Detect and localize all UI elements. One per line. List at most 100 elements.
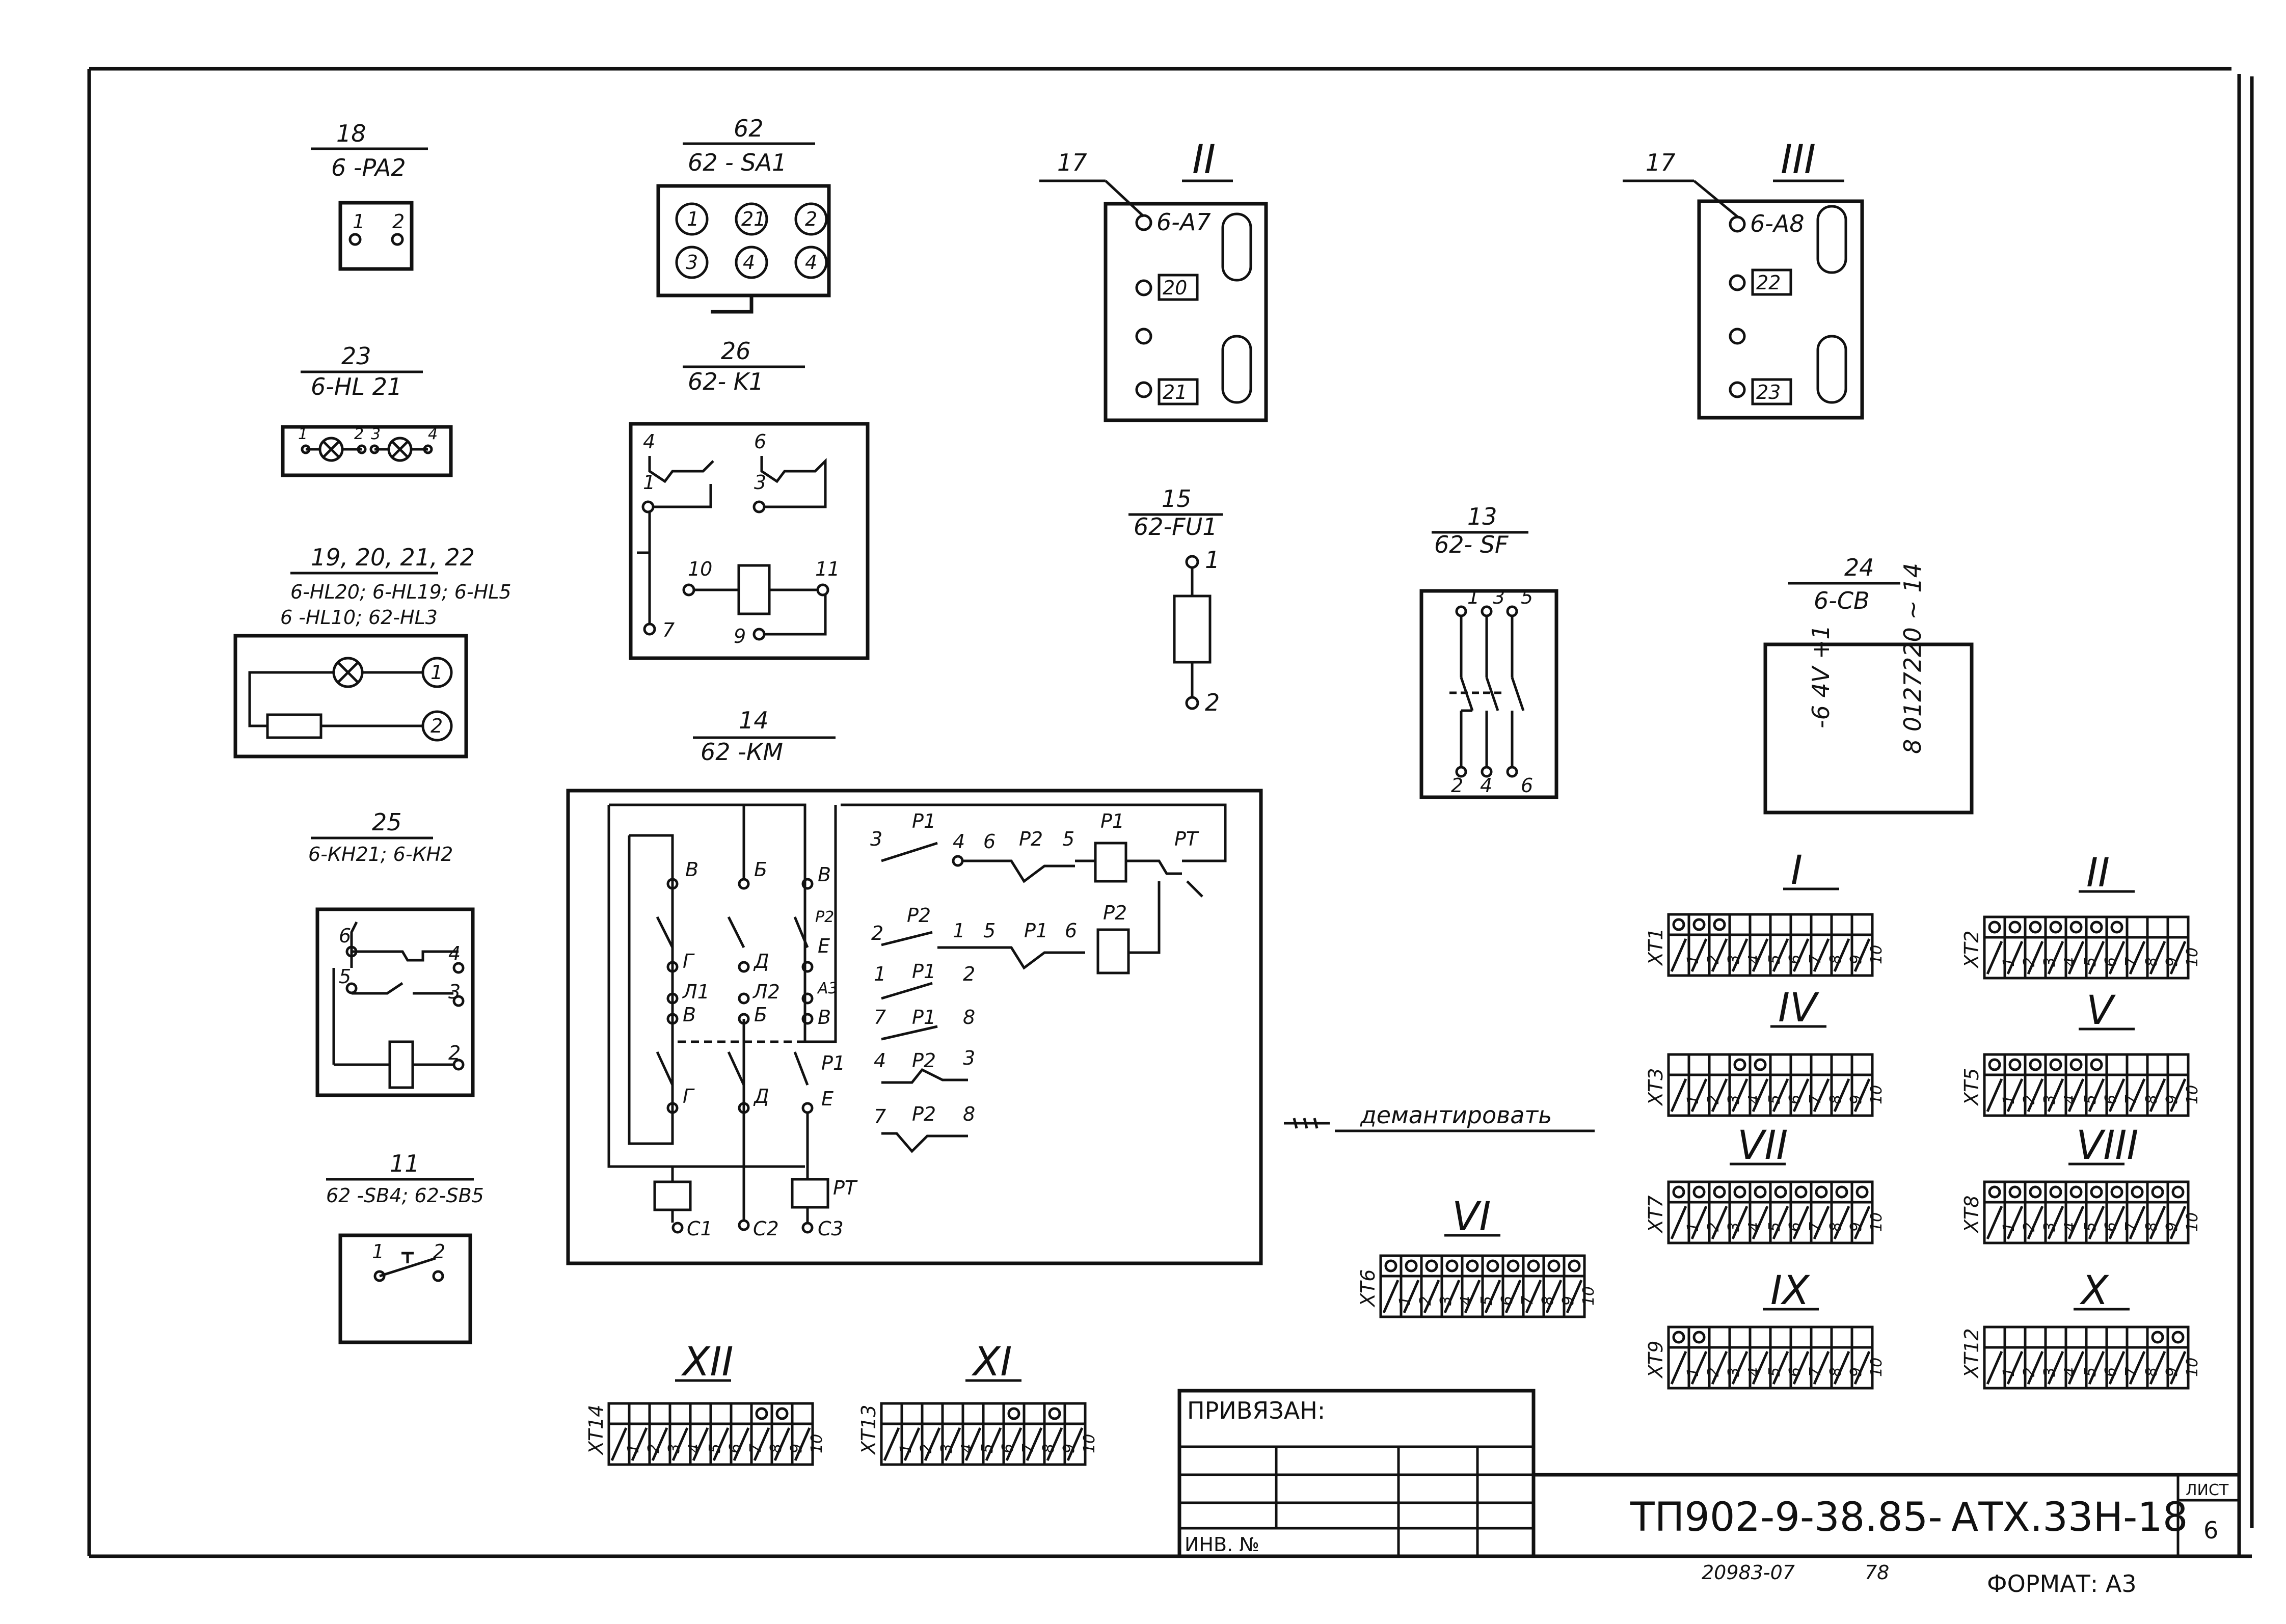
terminal-slash [1833, 938, 1850, 972]
terminal-block-name: XT13 [857, 1404, 880, 1455]
svg-text:17: 17 [1057, 149, 1087, 176]
svg-text:19, 20, 21, 22: 19, 20, 21, 22 [311, 544, 475, 571]
device-23: 23 6-HL 21 1 2 3 4 [281, 342, 453, 477]
svg-text:7: 7 [662, 619, 675, 641]
terminal-slash [944, 1427, 961, 1461]
terminal-slash [2088, 1350, 2105, 1385]
terminal-block-roman: II [2086, 850, 2110, 896]
sheet-frame [87, 67, 2254, 1558]
terminal-slash [924, 1427, 941, 1461]
terminal-slash [1545, 1279, 1563, 1314]
svg-text:21: 21 [1163, 381, 1187, 403]
terminal-block-roman: VII [1737, 1123, 1788, 1169]
terminal-slash [2088, 1205, 2105, 1240]
terminal-connection-dot [1835, 1185, 1848, 1199]
terminal-slash [2129, 1350, 2146, 1385]
svg-text:2: 2 [963, 963, 975, 985]
terminal-slash [2108, 940, 2126, 975]
svg-text:7: 7 [874, 1105, 886, 1128]
terminal-number: 10 [1868, 1358, 1886, 1377]
terminal-slash [2088, 1078, 2105, 1113]
pin-label: 1 [687, 208, 699, 230]
terminal-slash [1403, 1279, 1420, 1314]
terminal-slash [2169, 1205, 2187, 1240]
terminal-connection-dot [1692, 1331, 1706, 1344]
terminal-slash [1525, 1279, 1542, 1314]
svg-text:20: 20 [1163, 277, 1187, 299]
terminal-slash [1813, 1078, 1830, 1113]
svg-text:62-FU1: 62-FU1 [1134, 513, 1218, 540]
terminal-block-name: XT8 [1960, 1196, 1983, 1234]
terminal-connection-dot [1733, 1058, 1746, 1071]
terminal-slash [1986, 1205, 2003, 1240]
svg-text:11: 11 [815, 558, 840, 580]
svg-text:6: 6 [339, 925, 351, 947]
terminal-number: 10 [1580, 1286, 1598, 1306]
svg-text:17: 17 [1646, 149, 1676, 176]
terminal-connection-dot [1733, 1185, 1746, 1199]
terminal-slash [2169, 940, 2187, 975]
terminal-connection-dot [1855, 1185, 1869, 1199]
terminal-slash [1986, 1078, 2003, 1113]
svg-text:6: 6 [983, 830, 996, 853]
terminal-connection-dot [2069, 921, 2083, 934]
pin-label: 4 [805, 251, 817, 274]
terminal-slash [2027, 1350, 2044, 1385]
terminal-slash [631, 1427, 648, 1461]
svg-text:1: 1 [298, 425, 308, 443]
terminal-connection-dot [1754, 1185, 1767, 1199]
terminal-slash [1566, 1279, 1583, 1314]
switch-positions: 1 21 2 3 4 4 [675, 202, 828, 279]
terminal-number: 10 [2184, 1212, 2201, 1232]
svg-text:3: 3 [754, 471, 766, 494]
terminal-slash [2088, 940, 2105, 975]
svg-text:26: 26 [721, 337, 751, 365]
terminal-connection-dot [2049, 1185, 2062, 1199]
svg-text:15: 15 [1162, 485, 1192, 512]
terminal-slash [1813, 938, 1830, 972]
terminal-connection-dot [2049, 921, 2062, 934]
terminal-block-name: XT1 [1645, 928, 1667, 966]
lamp-icon [387, 437, 413, 462]
terminal-slash [883, 1427, 900, 1461]
terminal-slash [1853, 1350, 1871, 1385]
svg-text:62- K1: 62- K1 [688, 368, 764, 395]
svg-text:6 -HL10; 62-HL3: 6 -HL10; 62-HL3 [280, 606, 438, 629]
terminal-slash [1711, 1078, 1728, 1113]
terminal-connection-dot [775, 1407, 789, 1420]
svg-text:2: 2 [871, 922, 883, 944]
svg-text:РТ: РТ [833, 1177, 858, 1199]
terminal-slash [1711, 938, 1728, 972]
terminal-block-roman: XI [971, 1339, 1012, 1385]
terminal-slash [1670, 1350, 1687, 1385]
terminal-connection-dot [1754, 1058, 1767, 1071]
svg-text:14: 14 [739, 707, 769, 734]
terminal-slash [2067, 1205, 2085, 1240]
terminal-connection-dot [2029, 1185, 2042, 1199]
terminal-connection-dot [2069, 1058, 2083, 1071]
terminal-connection-dot [1405, 1259, 1418, 1273]
svg-text:2: 2 [433, 1240, 445, 1263]
terminal-slash [733, 1427, 750, 1461]
terminal-block-name: XT6 [1357, 1269, 1379, 1308]
svg-text:Р1: Р1 [912, 960, 936, 983]
terminal-connection-dot [2029, 1058, 2042, 1071]
device-18: 18 6 -PA2 1 2 [311, 120, 428, 271]
terminal-slash [1443, 1279, 1461, 1314]
svg-text:Р2: Р2 [1103, 902, 1127, 924]
svg-text:1: 1 [372, 1240, 384, 1263]
terminal-connection-dot [1815, 1185, 1828, 1199]
terminal-slash [2149, 1205, 2166, 1240]
terminal-slash [1690, 938, 1708, 972]
svg-text:Б: Б [754, 858, 767, 881]
terminal-connection-dot [1048, 1407, 1061, 1420]
svg-text:6-HL20; 6-HL19; 6-HL5: 6-HL20; 6-HL19; 6-HL5 [290, 581, 512, 603]
terminal-connection-dot [2090, 921, 2103, 934]
svg-text:Р1: Р1 [912, 1006, 936, 1028]
terminal-slash [903, 1427, 921, 1461]
device-25-kh: 25 6-КН21; 6-КН2 6 4 5 3 2 [308, 808, 475, 1097]
